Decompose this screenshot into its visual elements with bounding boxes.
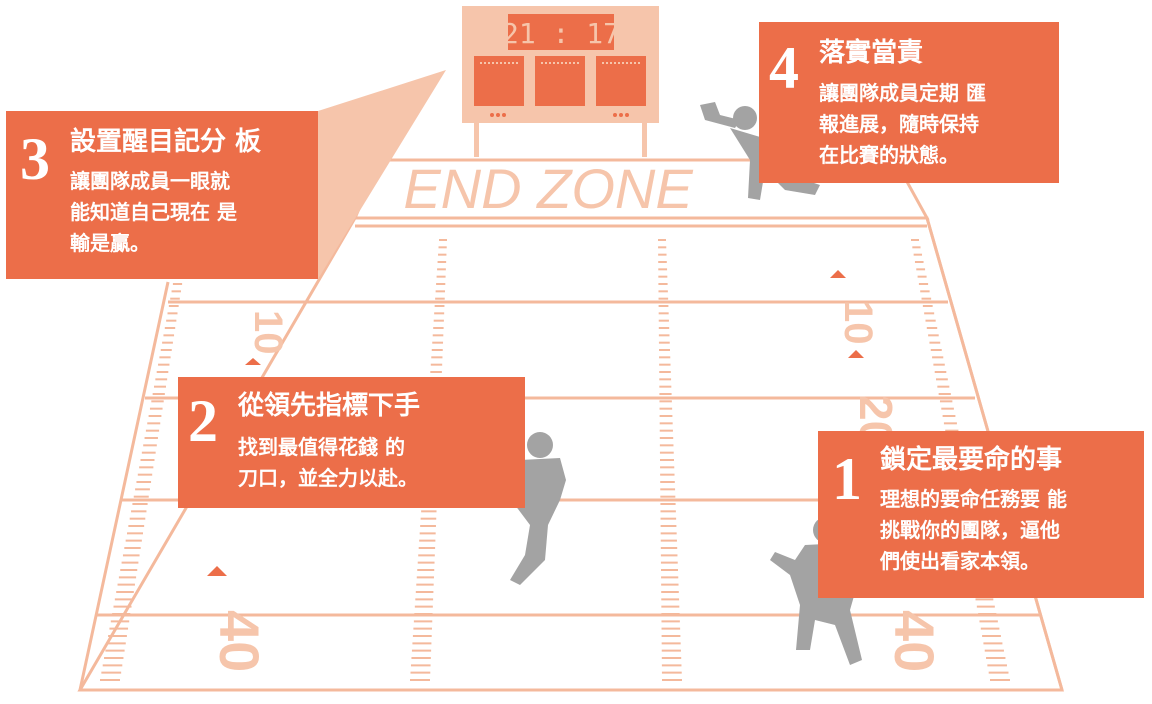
callout-2-line-1: 找到最值得花錢 的 bbox=[238, 435, 405, 459]
callout-1-title: 鎖定最要命的事 bbox=[880, 445, 1063, 475]
player-running bbox=[480, 432, 566, 585]
yard-number-left-10: 10 bbox=[246, 310, 290, 355]
callout-2-title: 從領先指標下手 bbox=[238, 391, 421, 421]
callout-3-description: 讓團隊成員一眼就 能知道自己現在 是 輸是贏。 bbox=[70, 166, 237, 259]
callout-2-number: 2 bbox=[188, 388, 218, 454]
yard-number-right-10: 10 bbox=[836, 300, 880, 345]
callout-4-number: 4 bbox=[769, 35, 799, 101]
callout-2-description: 找到最值得花錢 的 刀口，並全力以赴。 bbox=[238, 432, 418, 494]
hash-marks bbox=[100, 239, 1010, 681]
callout-4-line-3: 在比賽的狀態。 bbox=[819, 143, 959, 167]
scoreboard: 21 : 17 bbox=[462, 6, 659, 157]
callout-3-line-3: 輸是贏。 bbox=[70, 231, 150, 255]
callout-4-line-2: 報進展，隨時保持 bbox=[819, 112, 979, 136]
callout-3-title: 設置醒目記分 板 bbox=[70, 127, 262, 157]
callout-1-line-3: 們使出看家本領。 bbox=[880, 549, 1040, 573]
callout-3-pointer bbox=[318, 70, 446, 279]
yard-number-right-40: 40 bbox=[883, 610, 946, 672]
endzone-text: END ZONE bbox=[403, 157, 693, 220]
yard-number-left-40: 40 bbox=[208, 610, 271, 672]
callout-3-line-1: 讓團隊成員一眼就 bbox=[70, 169, 230, 193]
left-sideline bbox=[78, 281, 170, 691]
callout-4-line-1: 讓團隊成員定期 匯 bbox=[819, 81, 986, 105]
callout-1-description: 理想的要命任務要 能 挑戰你的團隊，逼他 們使出看家本領。 bbox=[880, 484, 1067, 577]
callout-4-title: 落實當責 bbox=[819, 38, 924, 68]
callout-1-number: 1 bbox=[832, 446, 862, 512]
callout-1-line-2: 挑戰你的團隊，逼他 bbox=[880, 518, 1060, 542]
callout-3-line-2: 能知道自己現在 是 bbox=[70, 200, 237, 224]
callout-1-line-1: 理想的要命任務要 能 bbox=[880, 487, 1067, 511]
callout-2-line-2: 刀口，並全力以赴。 bbox=[238, 466, 418, 490]
callout-4-description: 讓團隊成員定期 匯 報進展，隨時保持 在比賽的狀態。 bbox=[819, 78, 986, 171]
scoreboard-time: 21 : 17 bbox=[502, 17, 620, 50]
callout-4: 4 落實當責 讓團隊成員定期 匯 報進展，隨時保持 在比賽的狀態。 bbox=[759, 22, 1059, 183]
callout-3-number: 3 bbox=[20, 126, 50, 192]
yard-arrows bbox=[207, 270, 864, 576]
callout-3: 3 設置醒目記分 板 讓團隊成員一眼就 能知道自己現在 是 輸是贏。 bbox=[6, 111, 318, 279]
callout-2: 2 從領先指標下手 找到最值得花錢 的 刀口，並全力以赴。 bbox=[178, 377, 525, 508]
callout-1: 1 鎖定最要命的事 理想的要命任務要 能 挑戰你的團隊，逼他 們使出看家本領。 bbox=[818, 431, 1144, 598]
